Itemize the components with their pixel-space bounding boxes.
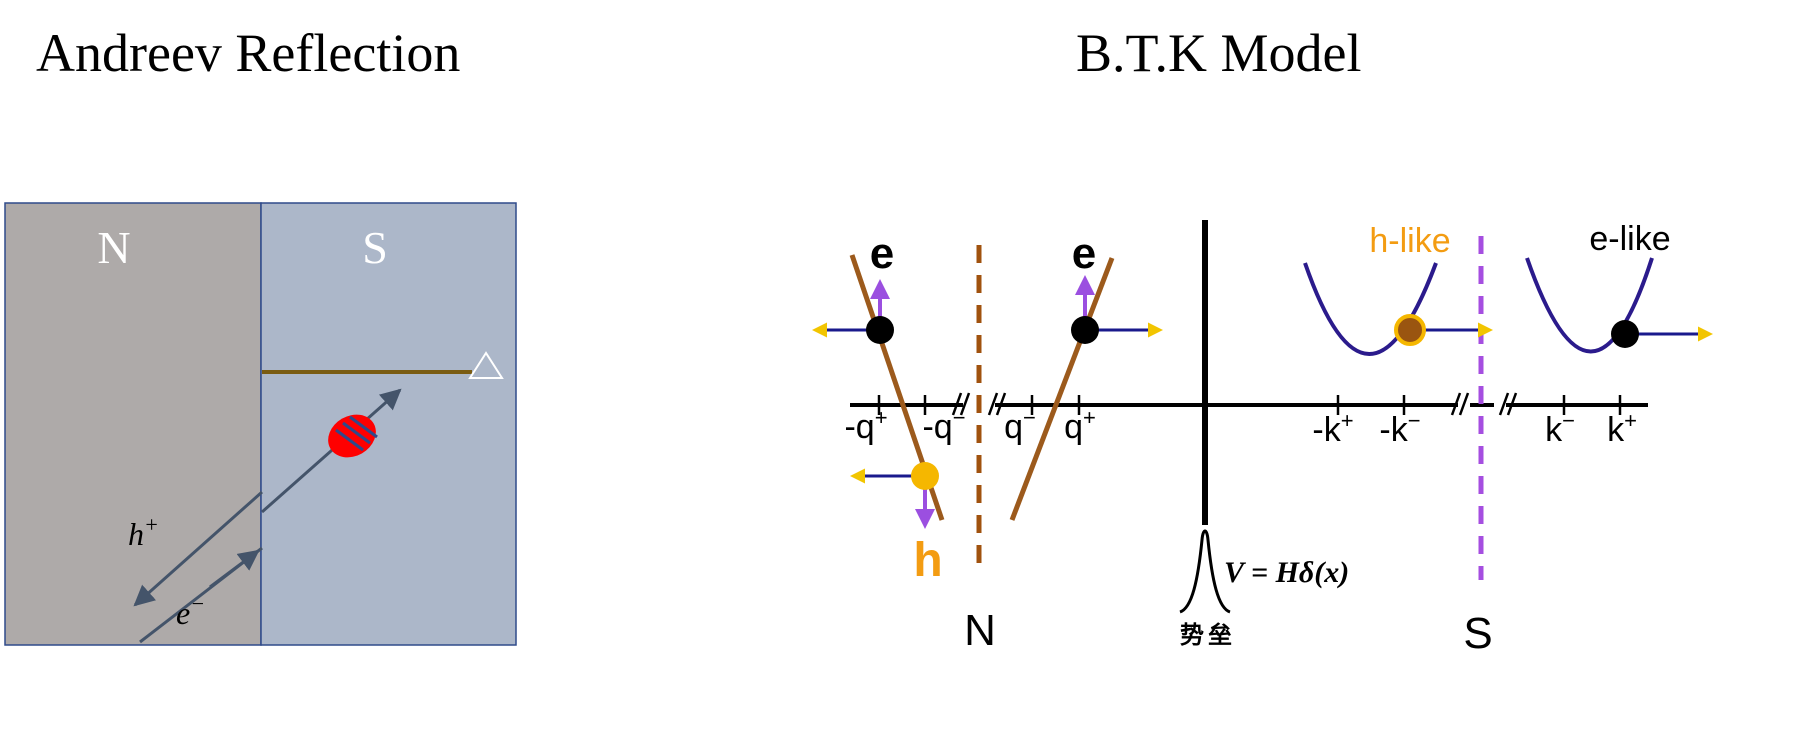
e-like-parabola [1525,257,1654,354]
superconductor-region [260,202,517,646]
superconductor-pair-path [261,388,402,514]
region-n-label: N [97,222,130,273]
tick-label-q-minus: q− [1004,405,1036,446]
incident-electron-arrow [209,549,260,589]
btk-panel: -q+ -q− q− q+ -k+ -k− k− k+ V = Hδ(x) 势垒… [812,220,1713,658]
h-like-label: h-like [1369,222,1450,260]
hole-label: h+ [128,512,159,552]
barrier-formula: V = Hδ(x) [1224,556,1349,589]
hole-dot [911,462,939,490]
electron-dot-right [1071,316,1099,344]
barrier-chinese-label: 势垒 [1180,621,1236,649]
e-like-label: e-like [1589,220,1670,258]
region-s-label: S [362,222,388,273]
title-btk-model: B.T.K Model [1076,23,1362,83]
cooper-pair-icon [328,414,378,458]
e-like-dot [1611,320,1639,348]
axis-ticks [877,395,1622,415]
axis-break-marks [951,392,1518,416]
electron-label-right: e [1072,229,1096,278]
electron-dot-left [866,316,894,344]
reflected-hole-arrow [133,490,263,607]
tick-label-neg-k-minus: -k− [1379,408,1420,449]
tick-label-q-plus: q+ [1064,405,1096,446]
tick-label-neg-k-plus: -k+ [1312,408,1353,449]
electron-label: e− [176,591,205,631]
triangle-icon [468,351,504,379]
s-region-label: S [1463,609,1492,658]
delta-barrier-peak [1179,529,1231,614]
n-region-label: N [964,606,996,655]
dispersion-branch-right [1009,257,1115,521]
tick-label-k-minus: k− [1545,408,1575,449]
tick-label-neg-q-minus: -q− [922,405,965,446]
h-like-dot [1394,314,1426,346]
tick-label-k-plus: k+ [1607,408,1637,449]
h-like-parabola [1303,262,1438,356]
andreev-panel: N S h+ e− [4,202,517,646]
title-andreev-reflection: Andreev Reflection [36,23,461,83]
normal-metal-region [4,202,262,646]
hole-label-btk: h [913,534,942,587]
tick-label-neg-q-plus: -q+ [844,405,887,446]
electron-label-left: e [870,229,894,278]
